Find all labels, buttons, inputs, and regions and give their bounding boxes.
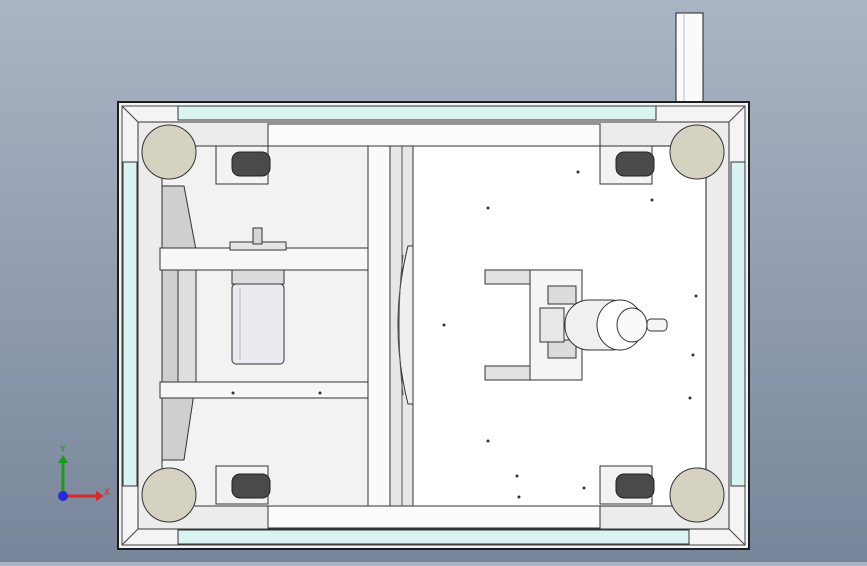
glass-panels[interactable] (121, 105, 746, 546)
coordinate-triad: X Y (58, 445, 110, 501)
x-axis-label: X (104, 488, 110, 498)
shaft[interactable] (564, 299, 668, 351)
mounting-holes (231, 170, 698, 499)
y-axis-label: Y (59, 445, 66, 455)
motor[interactable] (229, 227, 287, 365)
caster-wheels[interactable] (141, 124, 725, 523)
blower-fan[interactable] (397, 245, 414, 405)
